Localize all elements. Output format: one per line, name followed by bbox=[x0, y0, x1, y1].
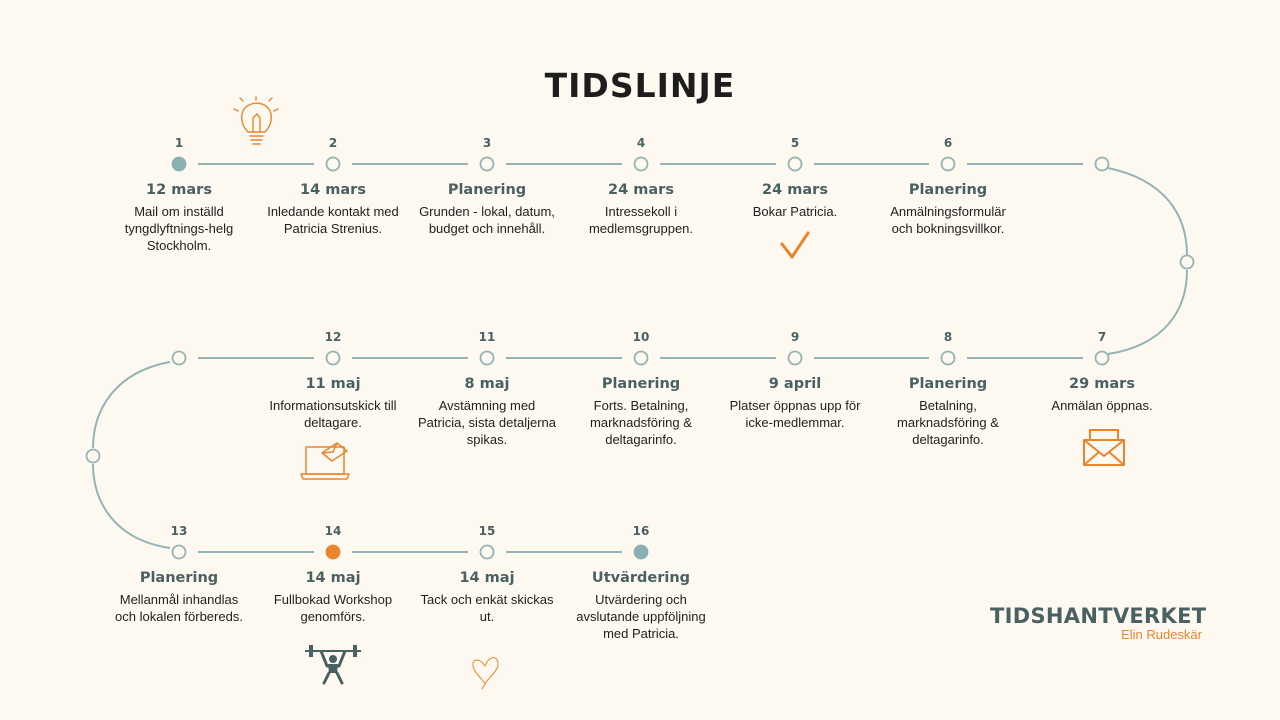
step-marker bbox=[325, 350, 341, 366]
step-number: 13 bbox=[170, 524, 188, 538]
step-description: Platser öppnas upp för icke-medlemmar. bbox=[729, 398, 861, 430]
step-heading: 8 maj bbox=[464, 376, 510, 392]
step-heading: Planering bbox=[908, 182, 988, 198]
step-marker bbox=[787, 156, 803, 172]
connector-marker bbox=[171, 350, 187, 366]
weightlifter-icon bbox=[305, 645, 361, 685]
step-number: 12 bbox=[324, 330, 342, 344]
step-number: 10 bbox=[632, 330, 650, 344]
step-marker bbox=[325, 544, 341, 560]
step-heading: 11 maj bbox=[305, 376, 361, 392]
step-marker bbox=[479, 350, 495, 366]
lightbulb-icon bbox=[233, 96, 279, 145]
connector-marker bbox=[1094, 156, 1110, 172]
step-marker bbox=[325, 156, 341, 172]
step-number: 3 bbox=[482, 136, 492, 150]
step-heading: 12 mars bbox=[146, 182, 212, 198]
step-description: Mellanmål inhandlas och lokalen förbered… bbox=[115, 592, 243, 624]
step-heading: 29 mars bbox=[1069, 376, 1135, 392]
step-number: 8 bbox=[943, 330, 953, 344]
step-description: Bokar Patricia. bbox=[752, 204, 838, 219]
connector-marker bbox=[85, 448, 101, 464]
step-heading: 14 mars bbox=[300, 182, 366, 198]
heart-icon bbox=[472, 657, 499, 690]
step-heading: 24 mars bbox=[608, 182, 674, 198]
step-heading: Utvärdering bbox=[591, 570, 691, 586]
step-marker bbox=[633, 156, 649, 172]
step-heading: 9 april bbox=[768, 376, 822, 392]
step-number: 4 bbox=[636, 136, 646, 150]
step-marker bbox=[633, 350, 649, 366]
step-marker bbox=[940, 156, 956, 172]
page-title: TIDSLINJE bbox=[544, 66, 736, 105]
step-description: Tack och enkät skickas ut. bbox=[420, 592, 554, 624]
step-description: Anmälan öppnas. bbox=[1051, 398, 1153, 413]
step-marker bbox=[479, 544, 495, 560]
step-description: Fullbokad Workshop genomförs. bbox=[273, 592, 393, 624]
step-marker bbox=[171, 544, 187, 560]
step-description: Anmälningsformulär och bokningsvillkor. bbox=[890, 204, 1006, 236]
step-description: Utvärdering och avslutande uppföljning m… bbox=[576, 592, 706, 641]
step-description: Betalning, marknadsföring & deltagarinfo… bbox=[897, 398, 999, 447]
step-description: Avstämning med Patricia, sista detaljern… bbox=[417, 398, 556, 447]
step-description: Grunden - lokal, datum, budget och inneh… bbox=[419, 204, 555, 236]
step-number: 15 bbox=[478, 524, 496, 538]
step-heading: Planering bbox=[139, 570, 219, 586]
envelope-icon bbox=[1083, 429, 1125, 466]
step-marker bbox=[633, 544, 649, 560]
step-heading: 14 maj bbox=[459, 570, 515, 586]
brand-name: TIDSHANTVERKET bbox=[990, 604, 1207, 628]
step-description: Intressekoll i medlemsgruppen. bbox=[588, 204, 694, 236]
step-marker bbox=[171, 156, 187, 172]
connector-marker bbox=[1179, 254, 1195, 270]
step-heading: Planering bbox=[447, 182, 527, 198]
step-number: 16 bbox=[632, 524, 650, 538]
step-number: 14 bbox=[324, 524, 342, 538]
step-number: 9 bbox=[790, 330, 800, 344]
step-description: Inledande kontakt med Patricia Strenius. bbox=[267, 204, 399, 236]
step-description: Informationsutskick till deltagare. bbox=[269, 398, 397, 430]
step-description: Mail om inställd tyngdlyftnings-helg Sto… bbox=[124, 204, 234, 253]
step-number: 5 bbox=[790, 136, 800, 150]
step-number: 1 bbox=[174, 136, 184, 150]
step-marker bbox=[940, 350, 956, 366]
step-number: 7 bbox=[1097, 330, 1107, 344]
step-number: 2 bbox=[328, 136, 338, 150]
step-heading: Planering bbox=[601, 376, 681, 392]
step-marker bbox=[1094, 350, 1110, 366]
step-number: 11 bbox=[478, 330, 496, 344]
step-description: Forts. Betalning, marknadsföring & delta… bbox=[590, 398, 692, 447]
step-heading: 14 maj bbox=[305, 570, 361, 586]
laptop-mail-icon bbox=[300, 442, 350, 480]
brand-logo: TIDSHANTVERKET Elin Rudeskär bbox=[990, 604, 1207, 642]
checkmark-icon bbox=[780, 231, 810, 259]
step-heading: Planering bbox=[908, 376, 988, 392]
step-heading: 24 mars bbox=[762, 182, 828, 198]
step-number: 6 bbox=[943, 136, 953, 150]
step-marker bbox=[787, 350, 803, 366]
brand-subtitle: Elin Rudeskär bbox=[1121, 627, 1202, 642]
step-marker bbox=[479, 156, 495, 172]
